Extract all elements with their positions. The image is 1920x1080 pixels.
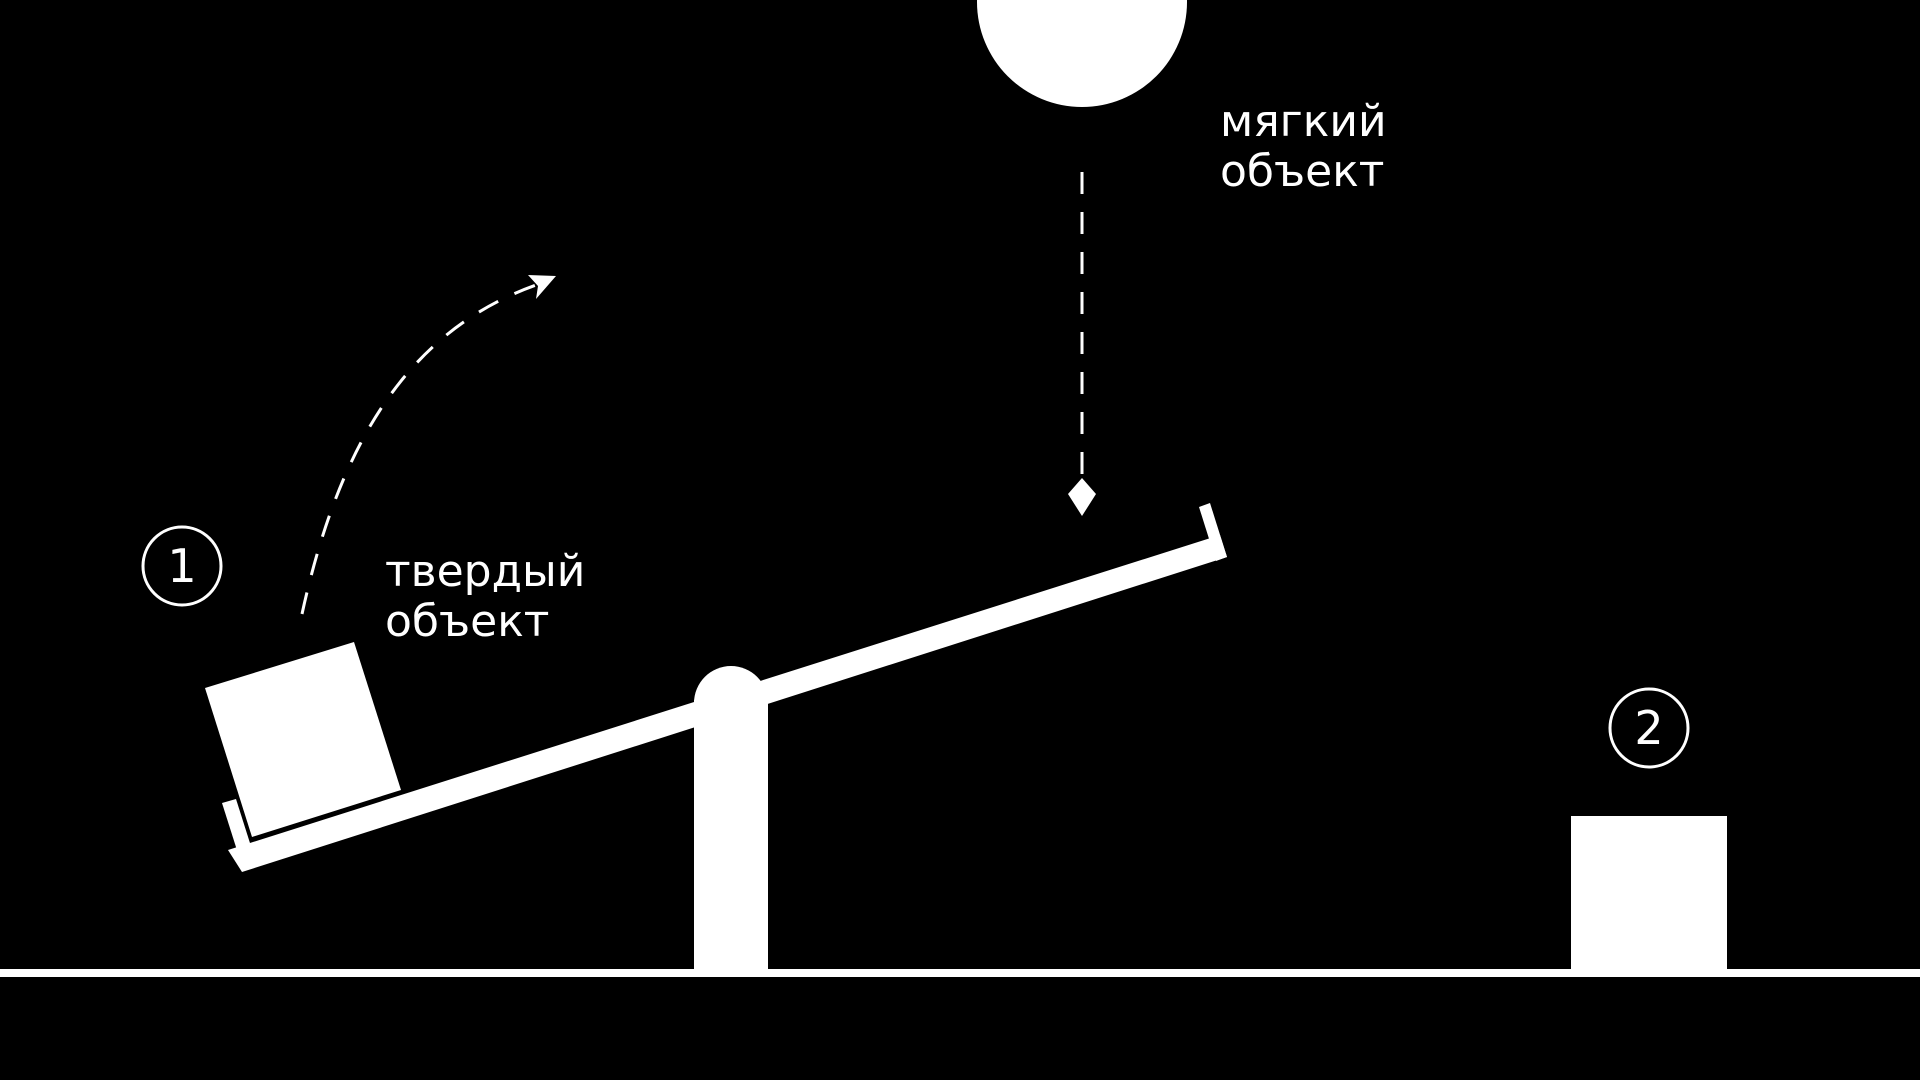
- soft-object-label-line2: объект: [1220, 146, 1384, 197]
- target-box: [1571, 816, 1727, 973]
- step-1-marker: 1: [141, 525, 223, 607]
- hard-object-label-line2: объект: [385, 596, 549, 647]
- step-2-marker: 2: [1608, 687, 1690, 769]
- seesaw-right-stop: [1199, 503, 1227, 561]
- fall-arrow-icon: [1068, 172, 1096, 516]
- hard-object-label-line1: твердый: [385, 546, 585, 597]
- step-2-number: 2: [1634, 701, 1663, 755]
- seesaw-left-stop: [222, 799, 256, 866]
- soft-object-ball: [977, 0, 1187, 107]
- hard-object-square: [205, 642, 401, 837]
- fulcrum-post: [694, 700, 768, 972]
- step-1-number: 1: [167, 539, 196, 593]
- soft-object-label-line1: мягкий: [1220, 96, 1387, 147]
- seesaw-plank: [228, 535, 1227, 872]
- launch-arrow-icon: [300, 275, 556, 615]
- ground-line: [0, 969, 1920, 977]
